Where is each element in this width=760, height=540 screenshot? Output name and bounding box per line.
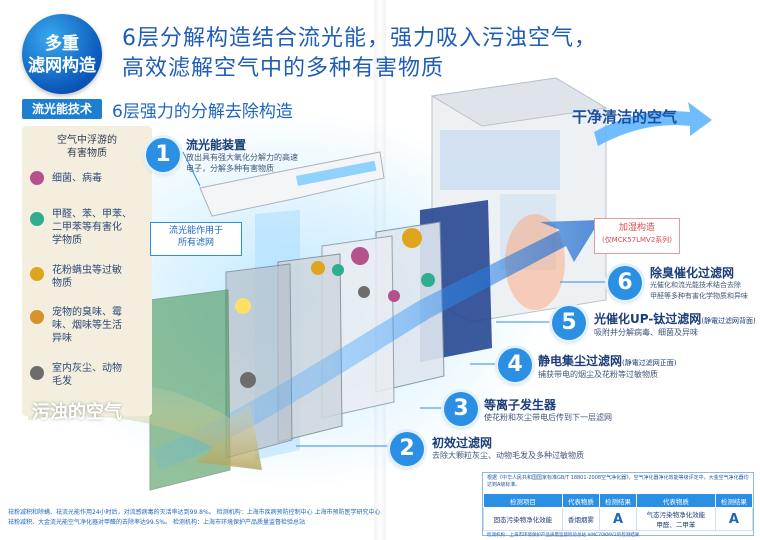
multi-filter-badge: 多重 滤网构造 — [22, 14, 102, 94]
step-desc-line: 使花粉和灰尘带电后传到下一层滤网 — [484, 413, 612, 422]
step-desc-line: 甲醛等多种有害化学物质和异味 — [650, 292, 748, 300]
step-desc: 使花粉和灰尘带电后传到下一层滤网 — [484, 412, 612, 423]
headline: 6层分解构造结合流光能，强力吸入污浊空气， 高效滤解空气中的多种有害物质 — [122, 24, 597, 84]
badge-line-2: 滤网构造 — [28, 56, 96, 76]
pollutant-text: 宠物的臭味、霉 味、烟味等生活 异味 — [52, 306, 150, 345]
step-desc: 去除大颗粒灰尘、动物毛发及多种过敏物质 — [432, 450, 584, 461]
certification-text: 根据《中华人民共和国国家标准GB/T 18801-2008空气净化器》，空气净化… — [487, 475, 749, 488]
headline-line-2: 高效滤解空气中的多种有害物质 — [122, 56, 445, 81]
pollutant-line: 室内灰尘、动物 — [52, 363, 122, 374]
step-note: (静電过滤网背面) — [701, 317, 756, 325]
step-desc-line: 去除大颗粒灰尘、动物毛发及多种过敏物质 — [432, 451, 584, 460]
step-title: 光催化UP-钛过滤网(静電过滤网背面) — [594, 310, 756, 327]
certification-footer: 检测机构：上海市环境保护产品质量监督检验总站 ※MC70KMV2的检测结果 — [487, 533, 640, 538]
step-number: 5 — [552, 306, 586, 340]
pollutant-line: 毛发 — [52, 376, 72, 387]
step-title-text: 光催化UP-钛过滤网 — [594, 312, 702, 326]
table-cell-text: 气态污染物净化效能 — [646, 511, 706, 519]
odor-icon — [30, 310, 44, 324]
humidify-callout: 加湿构造 (仅MCK57LMV2系列) — [594, 218, 680, 254]
badge-line-1: 多重 — [45, 34, 79, 54]
callout-line-2: 所有滤网 — [177, 238, 214, 248]
step-desc-line: 电子，分解多种有害物质 — [186, 164, 274, 173]
certification-grid: 检测项目 代表物质 检测结果 代表物质 检测结果 固态污染物净化效能 香烟烟雾 … — [483, 493, 754, 531]
table-cell: 气态污染物净化效能 甲醛、二甲苯 — [636, 507, 716, 531]
pollutant-line: 味、烟味等生活 — [52, 320, 122, 331]
pollutant-line: 细菌、病毒 — [52, 173, 102, 184]
table-cell: 固态污染物净化效能 — [483, 507, 563, 531]
step-desc-line: 吸附并分解病毒、细菌及异味 — [594, 328, 698, 337]
step-number: 1 — [146, 138, 180, 172]
step-desc-line: 捕获带电的烟尘及花粉等过敏物质 — [538, 370, 658, 379]
step-desc-line: 放出具有强大氧化分解力的高速 — [186, 153, 298, 162]
table-row: 固态污染物净化效能 香烟烟雾 A 气态污染物净化效能 甲醛、二甲苯 A — [483, 507, 754, 531]
step-desc: 光催化和流光能技术结合去除 甲醛等多种有害化学物质和异味 — [650, 280, 756, 302]
pollutant-item: 室内灰尘、动物 毛发 — [30, 362, 150, 388]
certification-table: 根据《中华人民共和国国家标准GB/T 18801-2008空气净化器》，空气净化… — [482, 472, 754, 538]
pollutant-line: 甲醛、苯、甲苯、 — [52, 209, 132, 220]
table-header: 检测结果 — [598, 493, 638, 508]
footer-note: 祛粉减积和除螨、祛流光能作用24小时后，对流感病毒的灭活率达到99.8%。 检测… — [8, 509, 381, 516]
pollutant-line: 学物质 — [52, 235, 82, 246]
pollutant-item: 花粉螨虫等过敏 物质 — [30, 264, 150, 290]
pollutant-line: 异味 — [52, 333, 72, 344]
headline-line-1: 6层分解构造结合流光能，强力吸入污浊空气， — [122, 26, 597, 51]
callout-line-1: 流光能作用于 — [168, 226, 223, 236]
dirty-air-label: 污浊的空气 — [32, 402, 122, 423]
step-desc: 吸附并分解病毒、细菌及异味 — [594, 327, 698, 338]
clean-air-label: 干净清洁的空气 — [572, 108, 678, 126]
step-title: 流光能装置 — [186, 138, 247, 152]
step-note: (静電过滤网正面) — [622, 359, 677, 367]
table-header: 检测结果 — [714, 493, 754, 508]
table-header: 代表物质 — [636, 493, 716, 508]
pollutant-line: 二甲苯等有害化 — [52, 222, 122, 233]
pollen-icon — [30, 267, 44, 281]
pollutant-panel-title: 空气中浮游的 有害物质 — [22, 134, 152, 160]
table-cell-note: 甲醛、二甲苯 — [656, 521, 696, 529]
step-desc: 放出具有强大氧化分解力的高速 电子，分解多种有害物质 — [186, 152, 298, 174]
step-number: 4 — [498, 348, 532, 382]
dust-icon — [30, 366, 44, 380]
grade-cell: A — [714, 507, 754, 531]
step-title: 除臭催化过滤网 — [650, 266, 735, 280]
pollutant-line: 花粉螨虫等过敏 — [52, 265, 122, 276]
table-header: 检测项目 — [483, 493, 563, 508]
step-desc-line: 光催化和流光能技术结合去除 — [650, 281, 741, 289]
streamer-tech-tag: 流光能技术 — [22, 99, 102, 119]
pollutant-line: 宠物的臭味、霉 — [52, 307, 122, 318]
footer-note: 祛粉减积、大金流光能空气净化器对甲醛的去除率达99.5%。 检测机构：上海市环境… — [8, 519, 305, 526]
pollutant-line: 物质 — [52, 278, 72, 289]
step-desc: 捕获带电的烟尘及花粉等过敏物质 — [538, 369, 658, 380]
step-title: 等离子发生器 — [484, 398, 557, 412]
footer-notes: 祛粉减积和除螨、祛流光能作用24小时后，对流感病毒的灭活率达到99.8%。 检测… — [8, 508, 381, 528]
pollutant-title-line-1: 空气中浮游的 — [57, 135, 117, 146]
step-number: 2 — [390, 432, 424, 466]
pollutant-text: 甲醛、苯、甲苯、 二甲苯等有害化 学物质 — [52, 208, 150, 247]
streamer-callout: 流光能作用于 所有滤网 — [150, 222, 242, 256]
step-title: 静电集尘过滤网(静電过滤网正面) — [538, 352, 676, 369]
table-header: 代表物质 — [561, 493, 600, 508]
pollutant-item: 宠物的臭味、霉 味、烟味等生活 异味 — [30, 306, 150, 345]
pollutant-item: 甲醛、苯、甲苯、 二甲苯等有害化 学物质 — [30, 208, 150, 247]
humidify-line-2: (仅MCK57LMV2系列) — [601, 236, 673, 244]
step-title: 初效过滤网 — [432, 436, 493, 450]
pollutant-item: 细菌、病毒 — [30, 170, 150, 185]
step-number: 6 — [608, 266, 642, 300]
pollutant-text: 细菌、病毒 — [52, 170, 150, 185]
step-number: 3 — [444, 392, 478, 426]
germ-icon — [30, 171, 44, 185]
pollutant-title-line-2: 有害物质 — [67, 148, 107, 159]
chemical-icon — [30, 212, 44, 226]
step-title-text: 静电集尘过滤网 — [538, 354, 623, 368]
table-cell: 香烟烟雾 — [561, 507, 600, 531]
humidify-line-1: 加湿构造 — [618, 223, 655, 233]
pollutant-text: 室内灰尘、动物 毛发 — [52, 362, 150, 388]
pollutant-text: 花粉螨虫等过敏 物质 — [52, 264, 150, 290]
section-title: 6层强力的分解去除构造 — [112, 102, 293, 122]
grade-cell: A — [598, 507, 638, 531]
